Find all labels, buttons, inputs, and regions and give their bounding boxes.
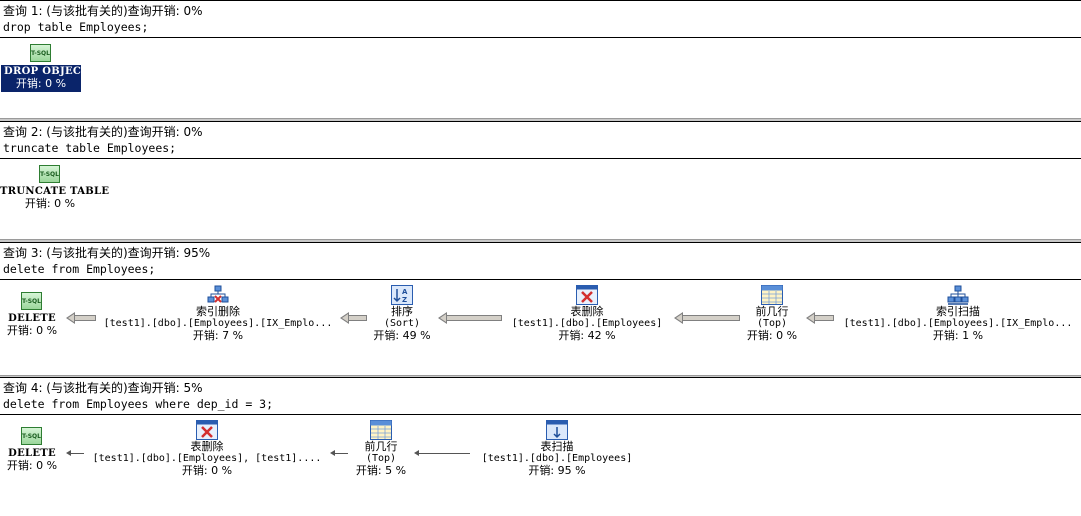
node-cost: 开销: 0 % (746, 329, 798, 342)
query-3-section: 查询 3: (与该批有关的)查询开销: 95% delete from Empl… (0, 242, 1081, 379)
query-2-separator (0, 158, 1081, 159)
node-object: (Top) (365, 453, 397, 464)
query-4-header: 查询 4: (与该批有关的)查询开销: 5% delete from Emplo… (0, 377, 1081, 415)
node-name: DELETE (8, 313, 56, 324)
node-object: [test1].[dbo].[Employees] (511, 318, 663, 329)
node-cost: 开销: 1 % (932, 329, 984, 342)
tsql-icon: T-SQL (21, 292, 43, 312)
node-cost: 开销: 95 % (528, 464, 586, 477)
plan-node-top[interactable]: 前几行 (Top) 开销: 5 % (349, 420, 413, 477)
sort-icon: A Z (391, 285, 413, 305)
node-name: 表删除 (190, 440, 224, 453)
query-3-title: 查询 3: (与该批有关的)查询开销: 95% (3, 246, 211, 260)
flow-arrow (340, 312, 367, 324)
svg-text:A: A (402, 288, 408, 296)
query-1-title: 查询 1: (与该批有关的)查询开销: 0% (3, 4, 203, 18)
flow-arrow (66, 450, 84, 456)
node-cost: 开销: 49 % (373, 329, 431, 342)
table-delete-icon (196, 420, 218, 440)
plan-node-delete[interactable]: T-SQL DELETE 开销: 0 % (2, 427, 62, 472)
flow-arrow (414, 450, 470, 456)
node-name: 表扫描 (540, 440, 574, 453)
node-cost: 开销: 7 % (192, 329, 244, 342)
node-cost: 开销: 42 % (558, 329, 616, 342)
node-name: 前几行 (364, 440, 398, 453)
tsql-icon: T-SQL (39, 165, 61, 185)
flow-arrow (66, 312, 96, 324)
query-1-separator (0, 37, 1081, 38)
node-name: TRUNCATE TABLE (0, 186, 110, 197)
node-object: [test1].[dbo].[Employees].[IX_Emplo... (103, 318, 333, 329)
node-name: DELETE (8, 448, 56, 459)
query-3-separator (0, 279, 1081, 280)
node-object: [test1].[dbo].[Employees] (481, 453, 633, 464)
query-1-divider (0, 118, 1081, 122)
node-object: (Sort) (383, 318, 421, 329)
query-4-title: 查询 4: (与该批有关的)查询开销: 5% (3, 381, 203, 395)
index-scan-icon (947, 285, 969, 305)
node-cost: 开销: 0 % (181, 464, 233, 477)
node-cost: 开销: 0 % (6, 459, 58, 472)
query-4-sql[interactable]: delete from Employees where dep_id = 3; (3, 397, 274, 411)
node-cost: 开销: 0 % (24, 197, 76, 210)
node-object: [test1].[dbo].[Employees].[IX_Emplo... (843, 318, 1073, 329)
flow-arrow (438, 312, 502, 324)
query-2-sql[interactable]: truncate table Employees; (3, 141, 177, 155)
node-name: 索引删除 (196, 305, 240, 318)
flow-arrow (330, 450, 348, 456)
node-object: [test1].[dbo].[Employees], [test1].... (92, 453, 322, 464)
svg-text:Z: Z (402, 296, 407, 304)
top-icon (761, 285, 783, 305)
query-1-sql[interactable]: drop table Employees; (3, 20, 149, 34)
plan-node-table-delete[interactable]: 表删除 [test1].[dbo].[Employees] 开销: 42 % (503, 285, 671, 342)
node-cost: 开销: 5 % (355, 464, 407, 477)
query-2-divider (0, 239, 1081, 243)
query-2-section: 查询 2: (与该批有关的)查询开销: 0% truncate table Em… (0, 121, 1081, 243)
table-delete-icon (576, 285, 598, 305)
query-4-separator (0, 414, 1081, 415)
node-name: 前几行 (755, 305, 789, 318)
plan-node-table-delete[interactable]: 表删除 [test1].[dbo].[Employees], [test1]..… (88, 420, 326, 477)
node-cost: 开销: 0 % (15, 77, 67, 90)
top-icon (370, 420, 392, 440)
node-name: 索引扫描 (936, 305, 980, 318)
plan-node-top[interactable]: 前几行 (Top) 开销: 0 % (740, 285, 804, 342)
node-object: (Top) (756, 318, 788, 329)
tsql-icon: T-SQL (21, 427, 43, 447)
flow-arrow (806, 312, 834, 324)
query-1-header: 查询 1: (与该批有关的)查询开销: 0% drop table Employ… (0, 0, 1081, 38)
query-1-section: 查询 1: (与该批有关的)查询开销: 0% drop table Employ… (0, 0, 1081, 122)
node-cost: 开销: 0 % (6, 324, 58, 337)
tsql-icon: T-SQL (30, 44, 52, 64)
plan-node-index-delete[interactable]: 索引删除 [test1].[dbo].[Employees].[IX_Emplo… (98, 285, 338, 342)
plan-node-index-scan[interactable]: 索引扫描 [test1].[dbo].[Employees].[IX_Emplo… (838, 285, 1078, 342)
query-2-header: 查询 2: (与该批有关的)查询开销: 0% truncate table Em… (0, 121, 1081, 159)
query-3-sql[interactable]: delete from Employees; (3, 262, 156, 276)
plan-node-table-scan[interactable]: 表扫描 [test1].[dbo].[Employees] 开销: 95 % (473, 420, 641, 477)
node-name: 表删除 (570, 305, 604, 318)
query-2-title: 查询 2: (与该批有关的)查询开销: 0% (3, 125, 203, 139)
table-scan-icon (546, 420, 568, 440)
plan-node-sort[interactable]: A Z 排序 (Sort) 开销: 49 % (368, 285, 436, 342)
plan-node-delete[interactable]: T-SQL DELETE 开销: 0 % (2, 292, 62, 337)
plan-node-truncate-table[interactable]: T-SQL TRUNCATE TABLE 开销: 0 % (0, 165, 110, 210)
index-delete-icon (207, 285, 229, 305)
query-4-section: 查询 4: (与该批有关的)查询开销: 5% delete from Emplo… (0, 377, 1081, 516)
query-3-header: 查询 3: (与该批有关的)查询开销: 95% delete from Empl… (0, 242, 1081, 280)
node-name: 排序 (391, 305, 413, 318)
flow-arrow (674, 312, 740, 324)
plan-node-drop-object[interactable]: T-SQL DROP OBJECT 开销: 0 % (1, 44, 89, 92)
node-name: DROP OBJECT (4, 66, 89, 77)
